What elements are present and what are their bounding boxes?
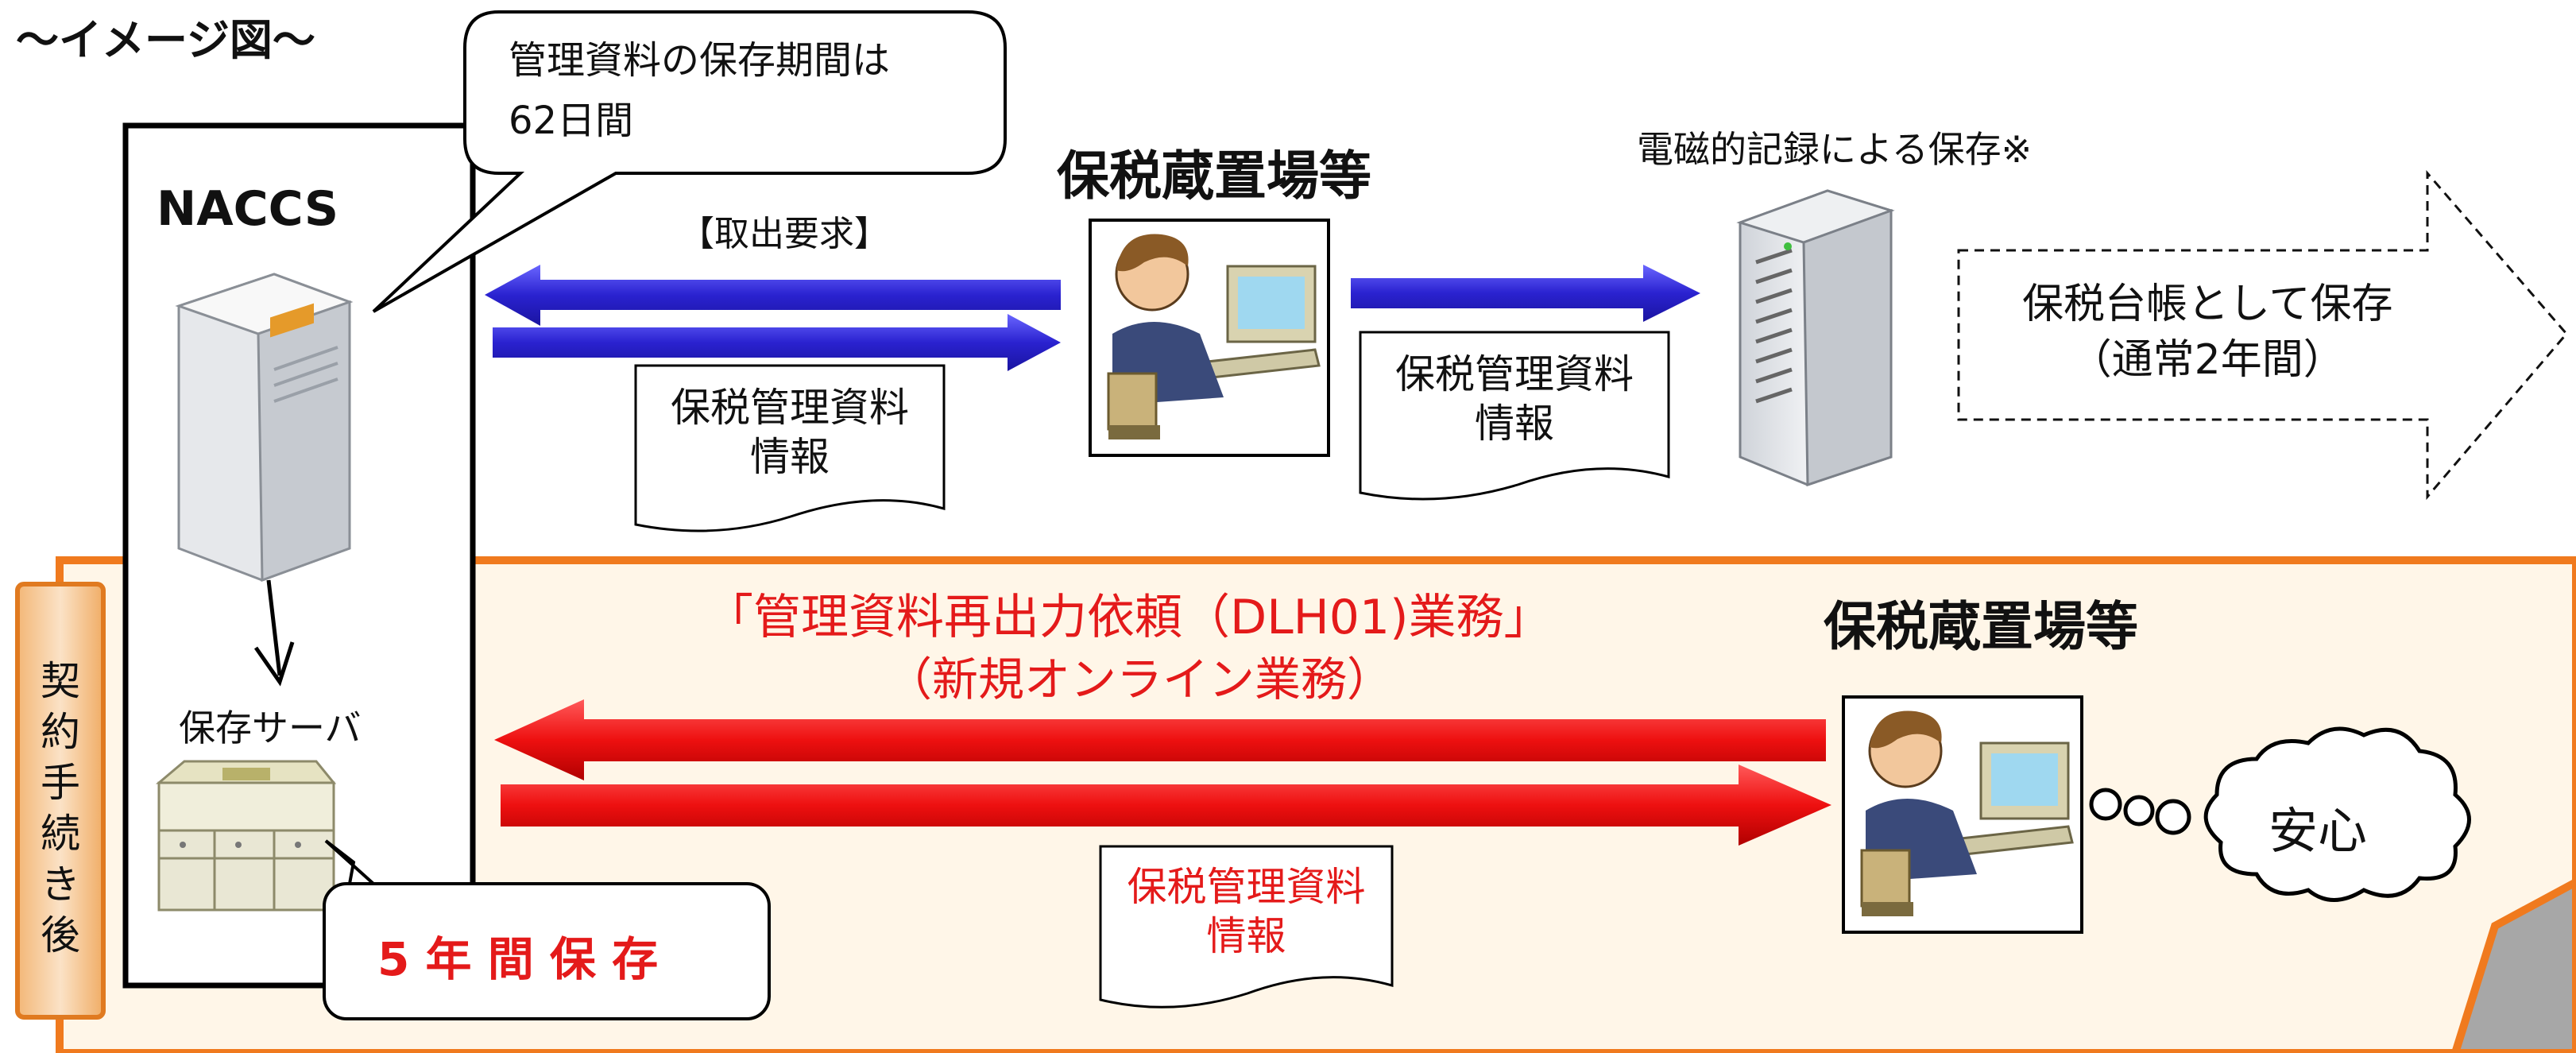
retention-callout bbox=[372, 10, 1007, 313]
contract-tab-text: 契約手続き後 bbox=[41, 658, 80, 958]
callout-text: 管理資料の保存期間は 62日間 bbox=[509, 38, 891, 143]
thought-dot bbox=[2123, 795, 2155, 827]
warehouse-label-bottom: 保税蔵置場等 bbox=[1824, 596, 2138, 657]
storage-server-label: 保存サーバ bbox=[179, 707, 362, 749]
person-computer-icon bbox=[1107, 234, 1321, 439]
doc-top-right bbox=[1359, 331, 1670, 501]
doc-bottom-text: 保税管理資料 情報 bbox=[1127, 864, 1366, 959]
service-response-arrow bbox=[501, 765, 1831, 846]
request-label: 【取出要求】 bbox=[679, 214, 889, 254]
thought-dot bbox=[2089, 788, 2122, 821]
electronic-storage-server-icon bbox=[1736, 189, 1895, 487]
warehouse-label-top: 保税蔵置場等 bbox=[1057, 145, 1371, 207]
service-subtitle: （新規オンライン業務） bbox=[886, 652, 1394, 707]
naccs-server-icon bbox=[175, 273, 354, 583]
doc-bottom bbox=[1099, 845, 1394, 1008]
service-name: 「管理資料再出力依頼（DLH01)業務」 bbox=[706, 590, 1552, 645]
request-arrow bbox=[485, 265, 1061, 326]
save-arrow bbox=[1351, 265, 1700, 322]
band-fold-corner bbox=[2450, 877, 2576, 1053]
storage-server-icon bbox=[155, 760, 337, 912]
relief-cloud bbox=[2203, 726, 2471, 902]
ledger-arrow bbox=[1957, 169, 2568, 501]
retention-badge-text: 5 年 間 保 存 bbox=[377, 932, 659, 986]
relief-text: 安心 bbox=[2269, 802, 2368, 860]
electronic-storage-label: 電磁的記録による保存※ bbox=[1637, 128, 2033, 171]
doc-top-left bbox=[634, 364, 946, 532]
page-title: ～イメージ図～ bbox=[16, 15, 315, 65]
service-request-arrow bbox=[494, 699, 1826, 780]
thought-dot bbox=[2155, 799, 2191, 835]
contract-tab bbox=[15, 582, 106, 1020]
doc-top-left-text: 保税管理資料 情報 bbox=[671, 385, 909, 480]
person-computer-icon bbox=[1860, 710, 2074, 916]
ledger-arrow-text: 保税台帳として保存 （通常2年間） bbox=[2022, 281, 2393, 384]
down-arrow bbox=[253, 579, 295, 687]
naccs-label: NACCS bbox=[157, 181, 339, 237]
retention-badge bbox=[323, 839, 771, 1020]
doc-top-right-text: 保税管理資料 情報 bbox=[1395, 351, 1634, 447]
response-arrow bbox=[493, 314, 1061, 371]
